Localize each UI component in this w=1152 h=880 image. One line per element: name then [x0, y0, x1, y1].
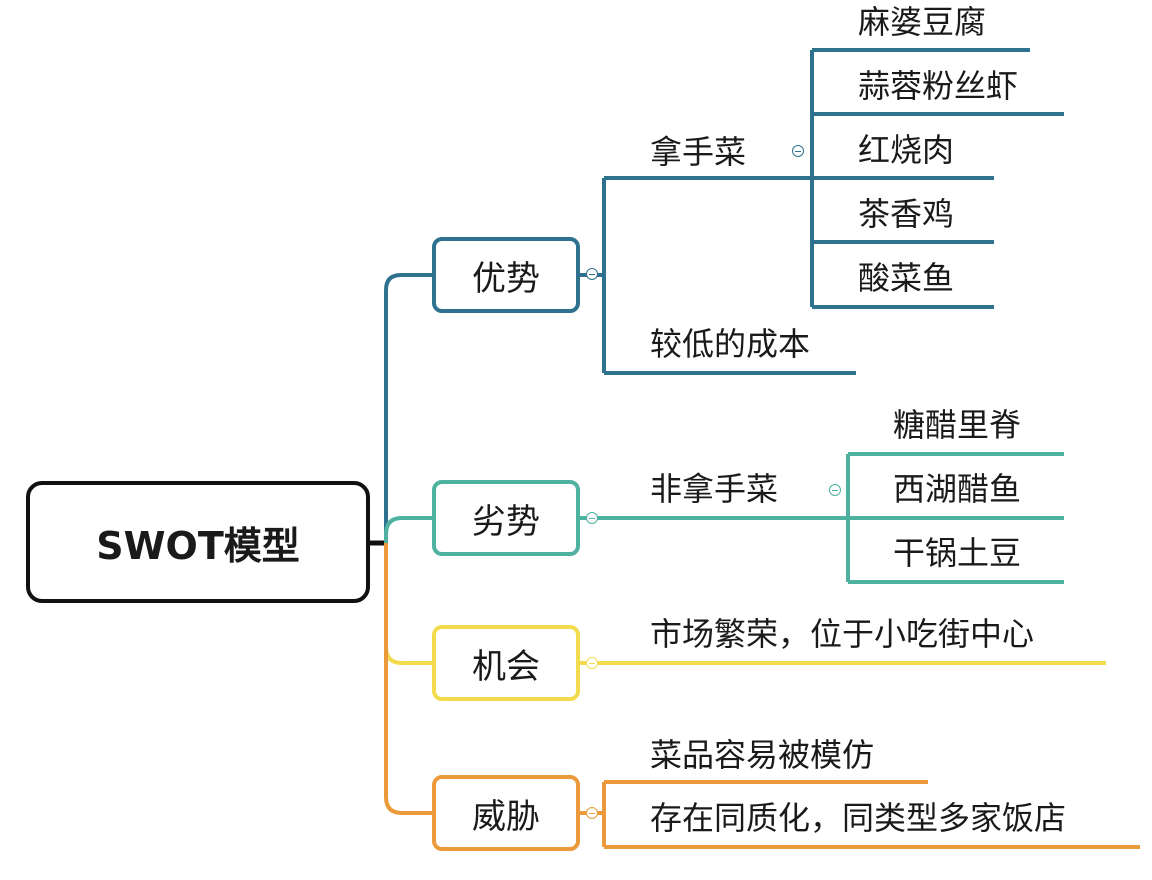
- topic-threats[interactable]: 威胁: [432, 775, 580, 851]
- leaf-dish[interactable]: 干锅土豆: [893, 534, 1022, 572]
- branch-easily-imitated[interactable]: 菜品容易被模仿: [650, 736, 875, 774]
- connector-strengths: [384, 273, 432, 543]
- leaf-dish[interactable]: 红烧肉: [858, 131, 955, 169]
- branch-low-cost[interactable]: 较低的成本: [650, 325, 811, 363]
- leaf-dish[interactable]: 酸菜鱼: [858, 259, 955, 297]
- connector-opportunities: [384, 543, 432, 665]
- collapse-toggle-icon[interactable]: [586, 268, 598, 280]
- branch-market-opportunity[interactable]: 市场繁荣，位于小吃街中心: [650, 615, 1035, 653]
- leaf-dish[interactable]: 糖醋里脊: [893, 406, 1022, 444]
- collapse-toggle-icon[interactable]: [586, 807, 598, 819]
- connector-threats: [384, 543, 432, 815]
- leaf-dish[interactable]: 茶香鸡: [858, 195, 955, 233]
- topic-strengths[interactable]: 优势: [432, 237, 580, 313]
- root-node[interactable]: SWOT模型: [26, 481, 370, 603]
- topic-weaknesses[interactable]: 劣势: [432, 480, 580, 556]
- branch-signature-dishes[interactable]: 拿手菜: [650, 133, 747, 171]
- branch-non-signature-dishes[interactable]: 非拿手菜: [650, 470, 779, 508]
- collapse-toggle-icon[interactable]: [586, 657, 598, 669]
- leaf-dish[interactable]: 蒜蓉粉丝虾: [858, 67, 1019, 105]
- collapse-toggle-icon[interactable]: [586, 512, 598, 524]
- leaf-dish[interactable]: 西湖醋鱼: [893, 470, 1022, 508]
- leaf-dish[interactable]: 麻婆豆腐: [858, 3, 987, 41]
- topic-opportunities[interactable]: 机会: [432, 625, 580, 701]
- connector-weaknesses: [384, 516, 432, 543]
- branch-homogeneous-competition[interactable]: 存在同质化，同类型多家饭店: [650, 799, 1067, 837]
- collapse-toggle-icon[interactable]: [829, 484, 841, 496]
- collapse-toggle-icon[interactable]: [792, 145, 804, 157]
